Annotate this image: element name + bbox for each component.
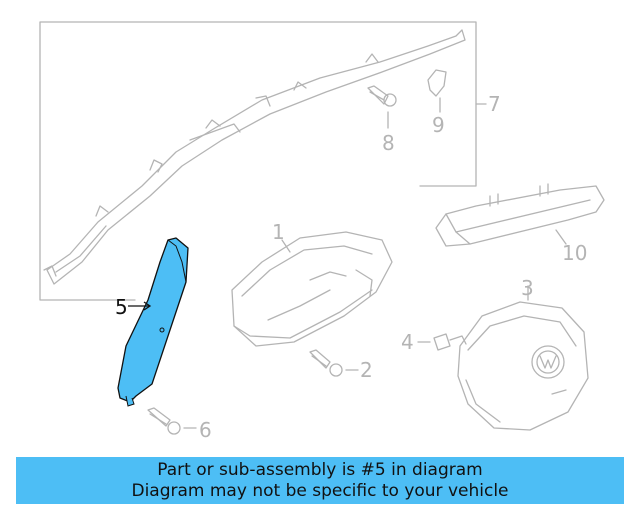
callout-5[interactable]: 5 [115,295,128,319]
callout-4: 4 [401,330,414,354]
bolt-2 [309,349,343,377]
knee-airbag-1 [231,231,393,347]
bracket-7 [39,21,477,301]
connector-4 [433,333,467,351]
bolt-6 [147,407,181,435]
banner-line-2: Diagram may not be specific to your vehi… [131,481,509,501]
callout-2: 2 [360,358,373,382]
steering-airbag-3 [457,301,589,431]
callout-9: 9 [432,113,445,137]
clip-9 [427,69,447,97]
parts-diagram [39,21,605,435]
callout-1: 1 [272,220,285,244]
pillar-trim-5-highlighted [117,237,189,407]
callout-3: 3 [521,276,534,300]
curtain-airbag-7 [43,29,466,285]
callout-6: 6 [199,418,212,442]
module-10 [435,183,605,247]
bolt-8 [367,85,397,107]
callout-7: 7 [488,92,501,116]
info-banner: Part or sub-assembly is #5 in diagram Di… [16,457,624,504]
banner-line-1: Part or sub-assembly is #5 in diagram [157,460,483,480]
callout-8: 8 [382,131,395,155]
callout-10: 10 [562,241,588,265]
